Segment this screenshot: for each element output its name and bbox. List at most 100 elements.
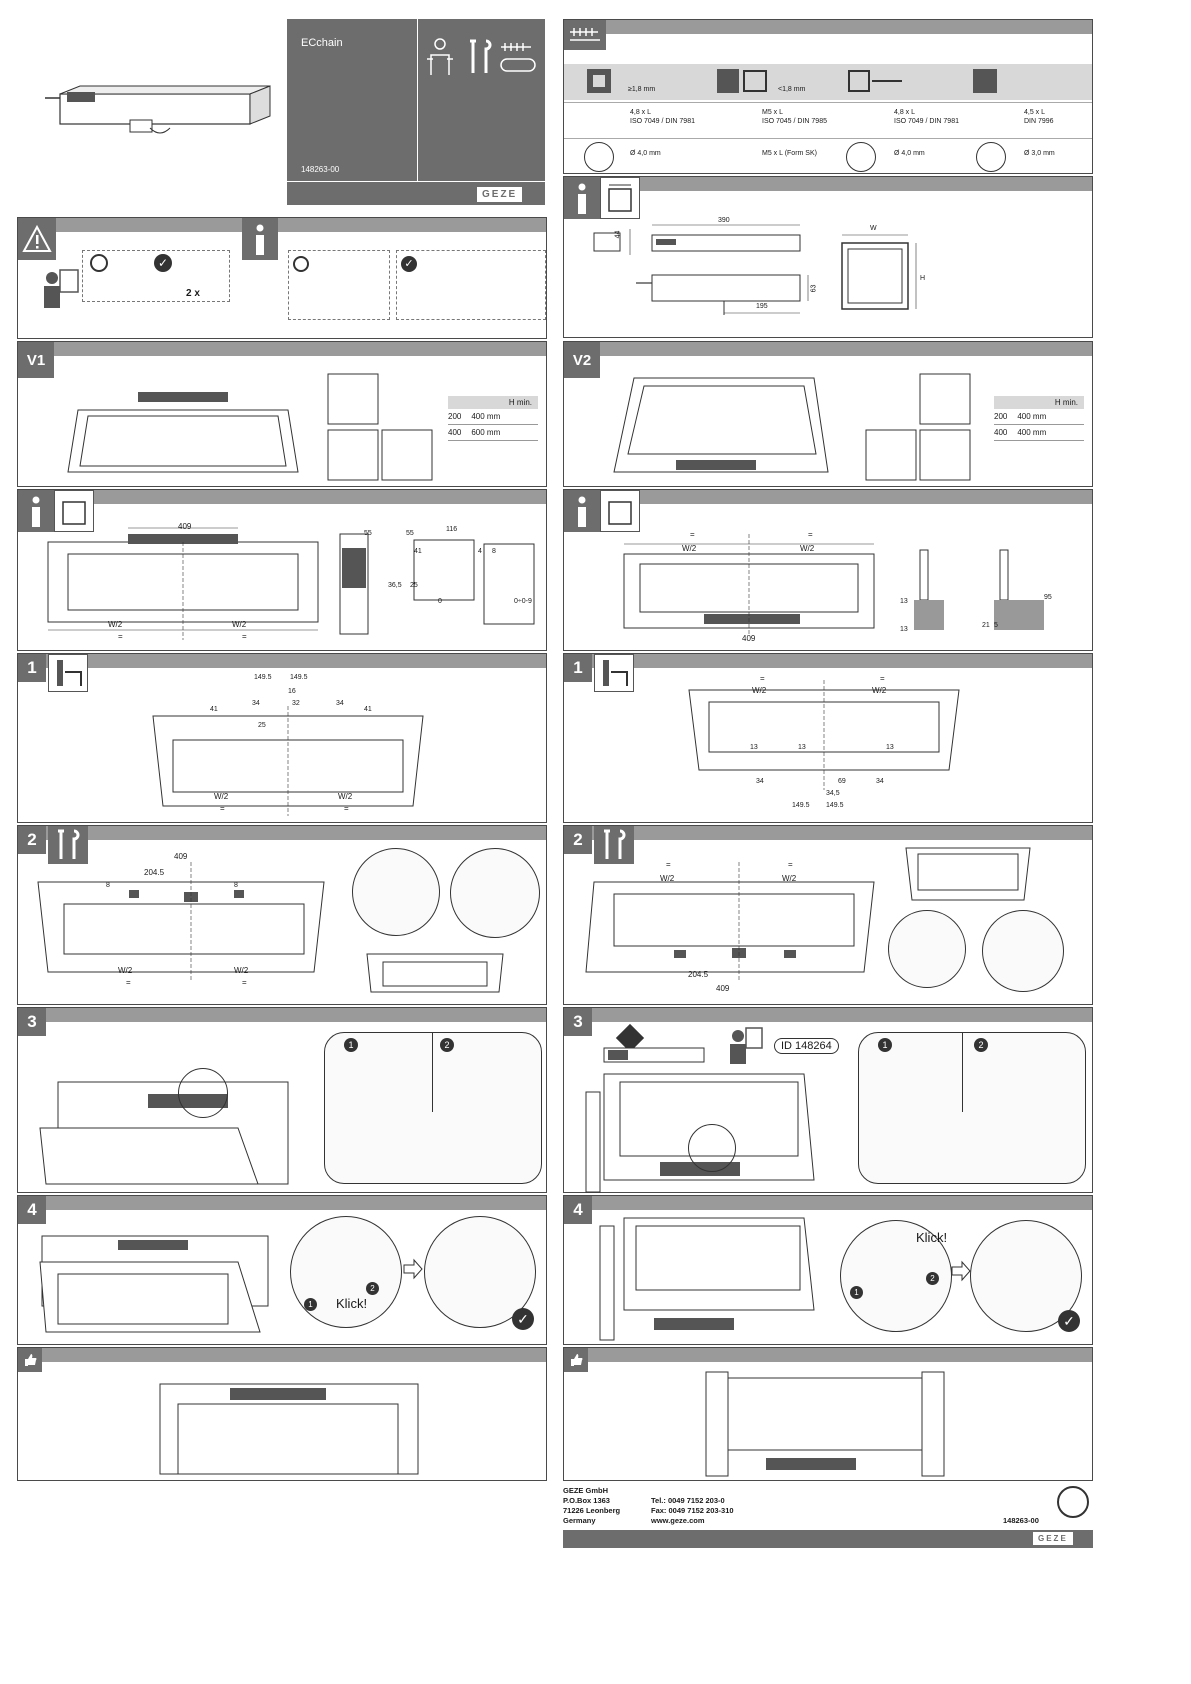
dim-w: W xyxy=(870,225,877,232)
detail-circle xyxy=(982,910,1064,992)
dim-149-5-right: 149.5 xyxy=(826,802,844,809)
city: 71226 Leonberg xyxy=(563,1506,621,1515)
ok-check-icon: ✓ xyxy=(154,254,172,272)
step-number: 4 xyxy=(18,1196,46,1224)
dim-204-5: 204.5 xyxy=(144,868,165,877)
profile-steel-icon xyxy=(584,66,614,96)
po-box: P.O.Box 1363 xyxy=(563,1496,610,1505)
dim-55-b: 55 xyxy=(406,530,414,537)
website[interactable]: www.geze.com xyxy=(651,1516,705,1525)
dim-w2-right: W/2 xyxy=(800,544,815,553)
dim-41-right: 41 xyxy=(364,706,372,713)
v1-result-panel xyxy=(17,1347,547,1481)
substep-badge: 1 xyxy=(878,1038,892,1052)
dim-h: H xyxy=(920,275,926,282)
dim-195: 195 xyxy=(756,303,768,310)
dim-w2-left: W/2 xyxy=(108,620,123,629)
dim-w2-right: W/2 xyxy=(872,686,887,695)
v1-step2-panel: 2 409 204.5 8 8 W/2 W/2 = = xyxy=(17,825,547,1005)
company-contact: Tel.: 0049 7152 203-0 Fax: 0049 7152 203… xyxy=(651,1496,734,1526)
brand-logo: GEZE xyxy=(475,186,524,203)
dim-25: 25 xyxy=(258,722,266,729)
dim-409: 409 xyxy=(716,984,730,993)
dim-36-5: 36,5 xyxy=(388,582,402,589)
arrow-right-icon xyxy=(403,1258,423,1280)
read-manual-icon xyxy=(728,1026,764,1066)
v2-step2-panel: 2 = = W/2 W/2 204.5 409 xyxy=(563,825,1093,1005)
screw-norm: ISO 7045 / DIN 7985 xyxy=(762,118,827,125)
dim-34-left: 34 xyxy=(756,778,764,785)
dim-44: 44 xyxy=(614,230,622,239)
footer-doc-number: 148263-00 xyxy=(1003,1516,1039,1525)
prohibited-icon xyxy=(90,254,108,272)
substep-badge: 1 xyxy=(304,1298,317,1311)
dim-w2-left: W/2 xyxy=(660,874,675,883)
dim-eq-left: = xyxy=(126,978,131,987)
dim-8: 8 xyxy=(492,548,496,555)
dim-w2-right: W/2 xyxy=(782,874,797,883)
stroke-value: 200 xyxy=(994,412,1008,421)
v2-step3-panel: 3 ID 148264 1 2 xyxy=(563,1007,1093,1193)
step-number: 1 xyxy=(18,654,46,682)
screw-icon xyxy=(568,26,602,44)
profile-al-icon xyxy=(714,66,774,96)
dim-w2-left: W/2 xyxy=(752,686,767,695)
stroke-value: 200 xyxy=(448,412,462,421)
screw-dowel-icon xyxy=(499,39,539,75)
frame-dim-icon xyxy=(54,490,94,532)
certification-seal-icon xyxy=(1057,1486,1089,1518)
detail-circle xyxy=(688,1124,736,1172)
substep-badge: 1 xyxy=(344,1038,358,1052)
warning-icon xyxy=(18,218,56,260)
company-address: GEZE GmbH P.O.Box 1363 71226 Leonberg Ge… xyxy=(563,1486,620,1526)
drill-bit-icon xyxy=(48,654,88,692)
thumbs-up-icon xyxy=(18,1348,42,1372)
dim-w2-left: W/2 xyxy=(214,792,229,801)
dim-34-right: 34 xyxy=(876,778,884,785)
tools-icon xyxy=(467,37,493,77)
ok-check-icon: ✓ xyxy=(1058,1310,1080,1332)
drill-spec-2: M5 x L (Form SK) xyxy=(762,150,817,157)
dim-149-5-left: 149.5 xyxy=(792,802,810,809)
substep-badge: 2 xyxy=(366,1282,379,1295)
screw-size: 4,8 x L xyxy=(894,109,916,116)
step-number: 1 xyxy=(564,654,592,682)
doc-reference: ID 148264 xyxy=(774,1038,839,1054)
dim-8-left: 8 xyxy=(106,882,110,889)
tools-icon xyxy=(48,826,88,864)
fastener-panel: ≥1,8 mm <1,8 mm 4,8 x L ISO 7049 / DIN 7… xyxy=(563,19,1093,174)
dim-21: 21 xyxy=(982,622,990,629)
screw-spec-4: 4,5 x L DIN 7996 xyxy=(1024,108,1054,126)
step-number: 4 xyxy=(564,1196,592,1224)
substep-badge: 2 xyxy=(926,1272,939,1285)
profile-pvc-icon xyxy=(846,66,906,96)
dim-eq-left: = xyxy=(118,632,123,641)
footer-brand-logo: GEZE xyxy=(1032,1531,1074,1546)
klick-label: Klick! xyxy=(916,1230,948,1245)
doc-number: 148263-00 xyxy=(301,165,340,174)
screw-norm: DIN 7996 xyxy=(1024,118,1054,125)
step-number: 3 xyxy=(564,1008,592,1036)
info-icon xyxy=(18,490,54,532)
dim-4: 4 xyxy=(478,548,482,555)
ok-check-icon: ✓ xyxy=(512,1308,534,1330)
hmin-value: 400 mm xyxy=(1017,412,1047,421)
prohibited-icon xyxy=(293,256,309,272)
drill-spec-4: Ø 3,0 mm xyxy=(1024,150,1055,157)
country: Germany xyxy=(563,1516,596,1525)
dim-eq-left: = xyxy=(220,804,225,813)
detail-circle xyxy=(450,848,540,938)
dim-149-5-left: 149.5 xyxy=(254,674,272,681)
dim-w2-right: W/2 xyxy=(338,792,353,801)
drill-spec-3: Ø 4,0 mm xyxy=(894,150,925,157)
dim-16: 16 xyxy=(288,688,296,695)
substep-badge: 2 xyxy=(440,1038,454,1052)
drill-icon xyxy=(976,142,1006,172)
dim-41-left: 41 xyxy=(210,706,218,713)
detail-circle xyxy=(888,910,966,988)
v2-step4-panel: 4 Klick! 1 2 ✓ xyxy=(563,1195,1093,1345)
cover-panel: ECchain 148263-00 GEZE xyxy=(287,19,545,205)
info-icon xyxy=(564,490,600,532)
dim-204-5: 204.5 xyxy=(688,970,709,979)
drill-bit-icon xyxy=(594,654,634,692)
